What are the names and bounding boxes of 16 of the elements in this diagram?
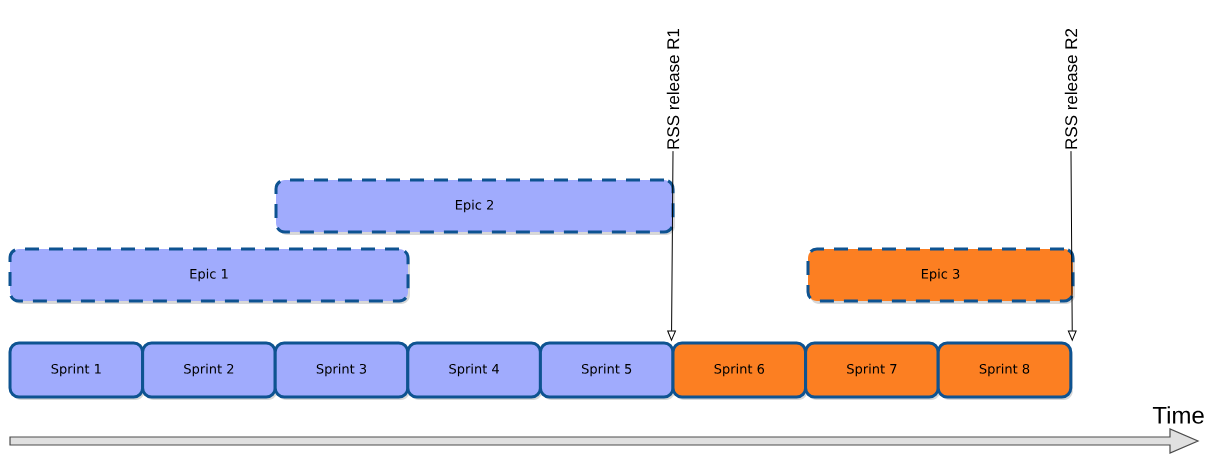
sprint-box: Sprint 3 xyxy=(273,341,410,400)
release-arrow xyxy=(667,150,676,341)
release-label: RSS release R2 xyxy=(1064,28,1078,149)
sprint-box: Sprint 2 xyxy=(141,341,278,400)
sprint-box: Sprint 7 xyxy=(804,341,941,400)
sprint-box: Sprint 6 xyxy=(671,341,808,400)
release-label: RSS release R1 xyxy=(666,28,680,149)
sprint-box: Sprint 4 xyxy=(406,341,543,400)
epic-box: Epic 1 xyxy=(8,247,410,304)
axis-label: Time xyxy=(1152,406,1204,424)
release-arrow xyxy=(1067,150,1077,341)
sprint-box: Sprint 8 xyxy=(936,341,1073,400)
sprint-box: Sprint 5 xyxy=(538,341,675,400)
epic-box: Epic 2 xyxy=(274,178,675,235)
sprint-box: Sprint 1 xyxy=(8,341,145,400)
epic-box: Epic 3 xyxy=(806,247,1075,304)
